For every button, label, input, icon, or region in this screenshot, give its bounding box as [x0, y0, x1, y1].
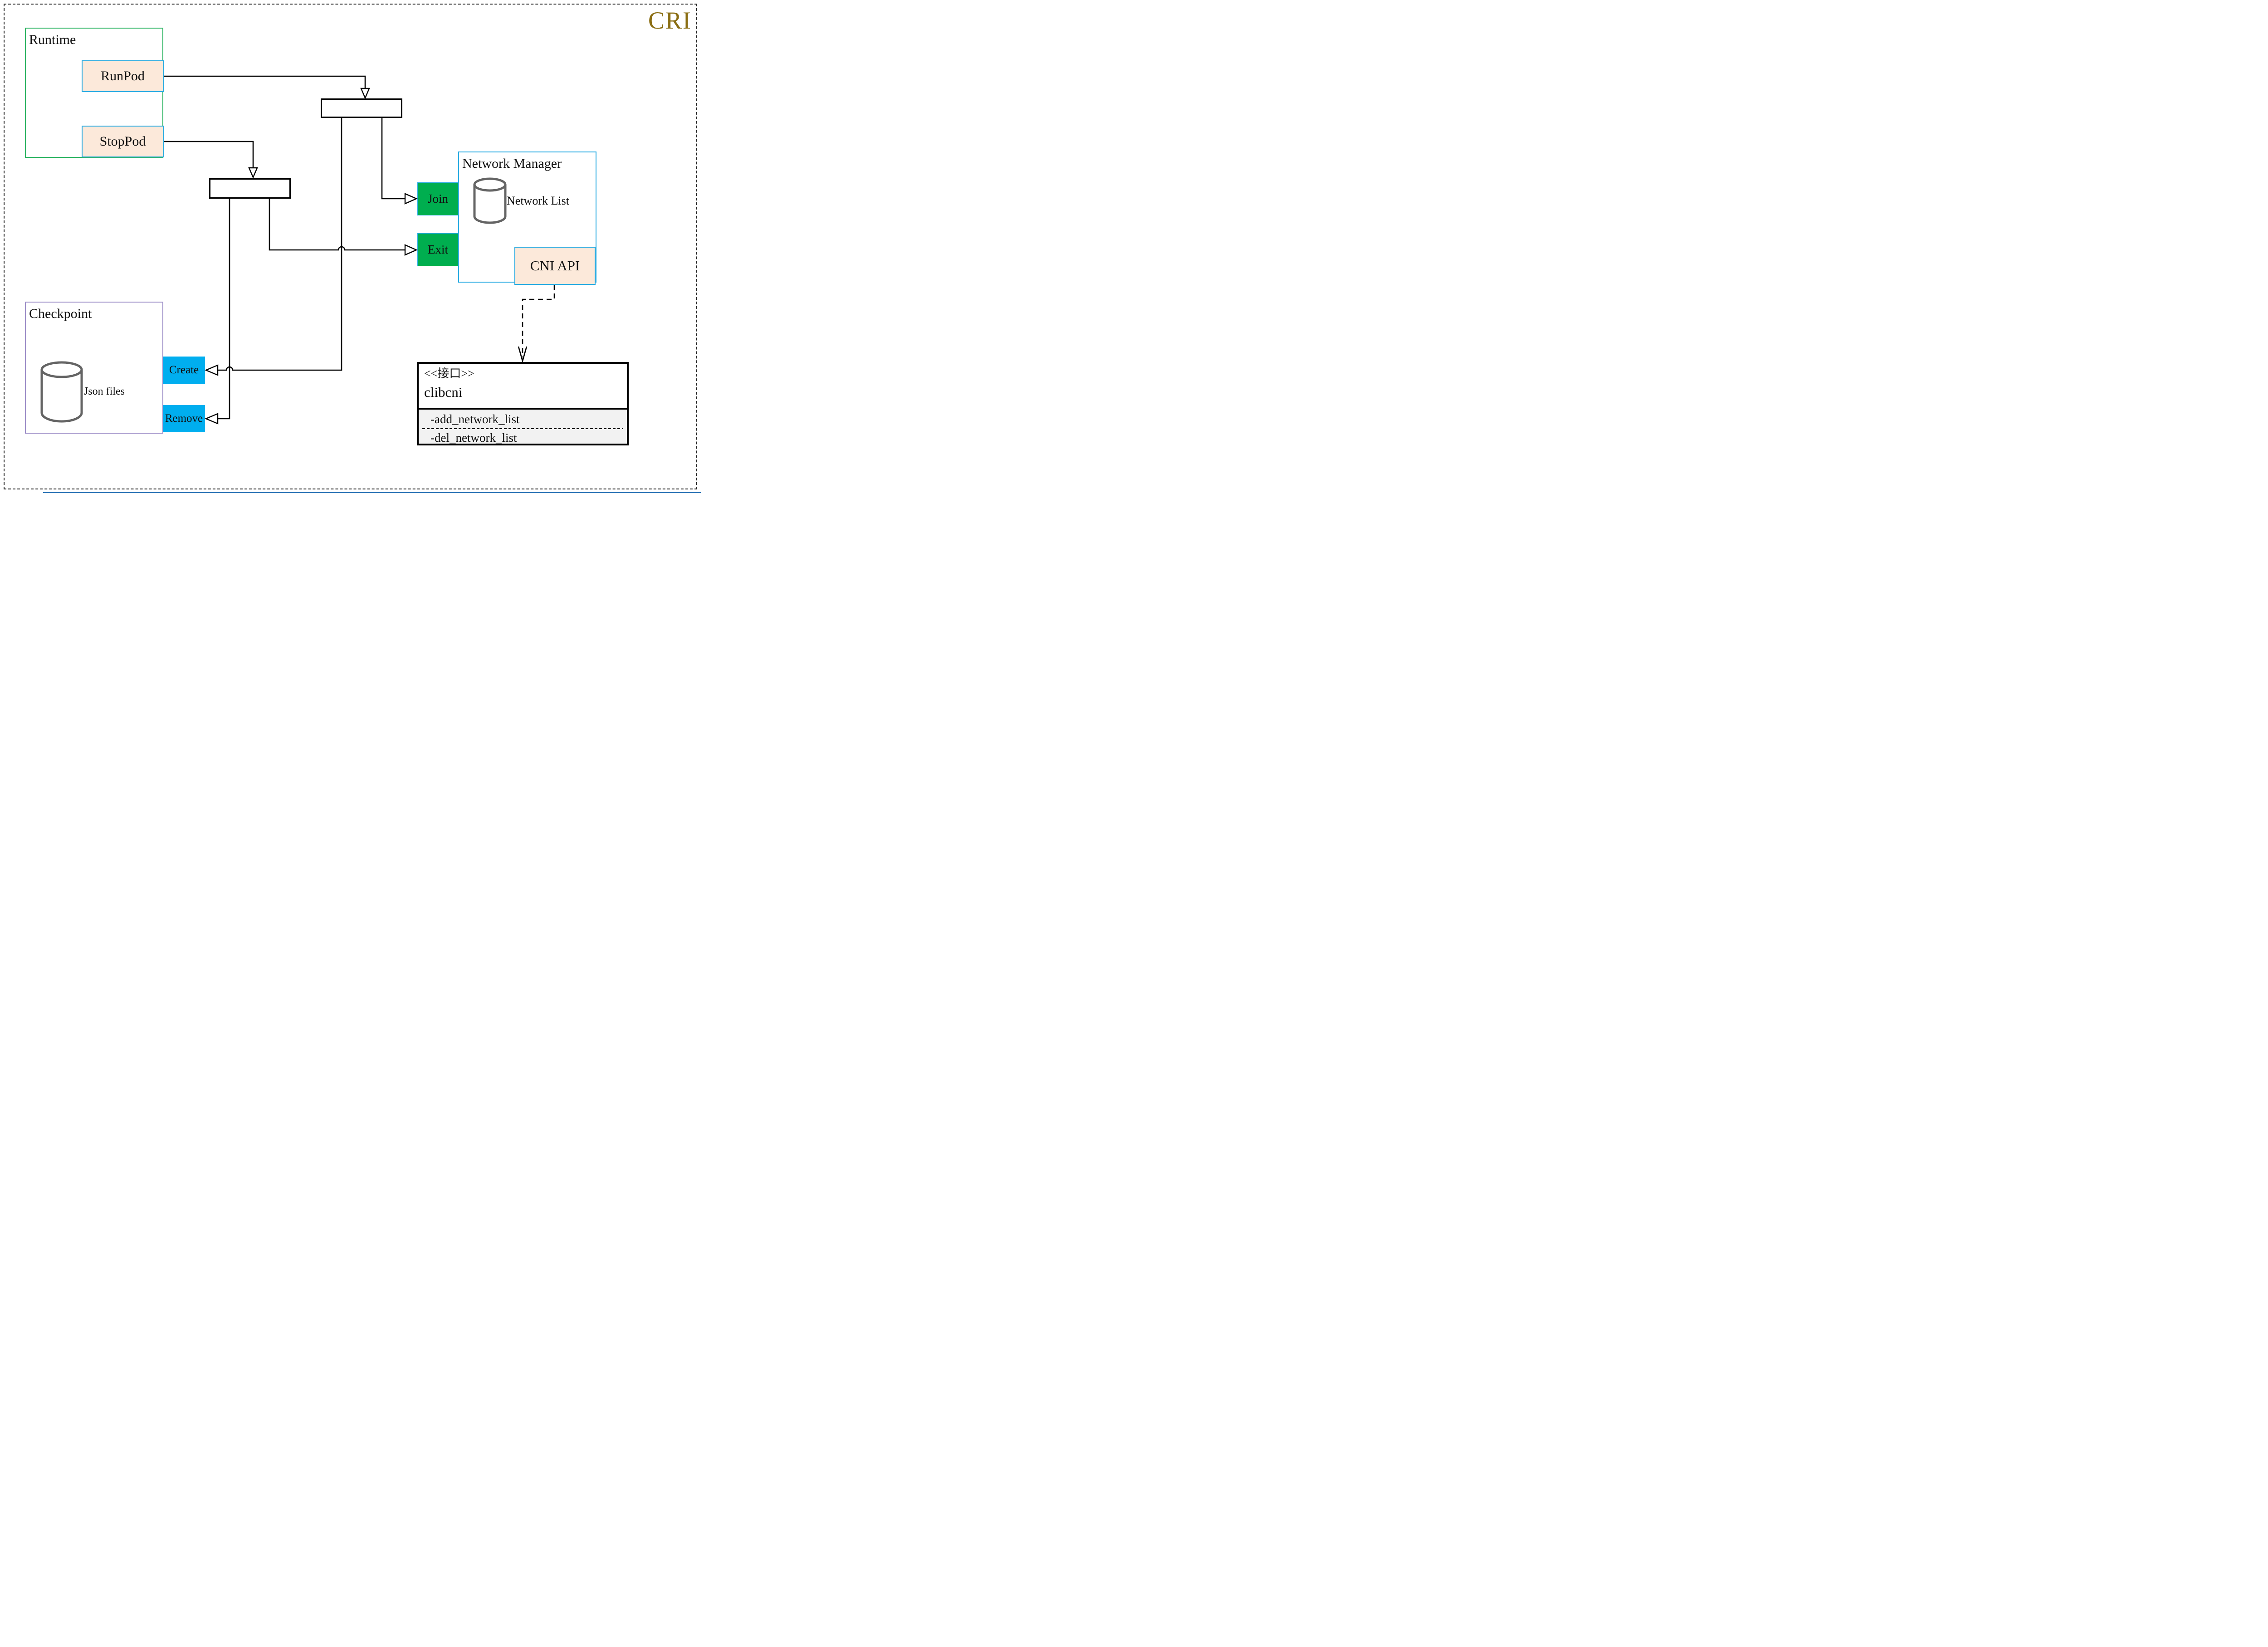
rect2-open-arrowhead [248, 167, 258, 179]
rect1-to-create-wire [218, 118, 342, 371]
remove-label: Remove [165, 412, 203, 425]
exit-label: Exit [428, 243, 448, 256]
method-del-network-list: -del_network_list [430, 431, 517, 445]
interface-stereotype: <<接口>> [424, 367, 474, 380]
rect2-to-remove-wire [218, 199, 230, 420]
join-label: Join [427, 192, 448, 205]
stoppod-to-rect2-wire [164, 141, 254, 168]
interface-name: clibcni [424, 384, 463, 400]
method-add-network-list: -add_network_list [430, 412, 520, 426]
remove-arrowhead [204, 413, 219, 425]
database-cylinder-icon [473, 177, 507, 224]
exit-port: Exit [417, 233, 459, 266]
runpod-to-rect1-wire [164, 75, 366, 88]
network-list-label: Network List [507, 194, 569, 207]
runtime-label: Runtime [29, 32, 76, 47]
bottom-blue-line [43, 492, 701, 493]
runpod-label: RunPod [101, 68, 145, 83]
rect2-to-exit-wire [269, 199, 405, 251]
stoppod-node: StopPod [82, 126, 164, 157]
rect1-open-arrowhead [360, 88, 370, 100]
cni-api-node: CNI API [514, 247, 596, 285]
stoppod-label: StopPod [99, 134, 146, 149]
methods-dotted-separator [422, 428, 623, 429]
flow-rect-1 [321, 98, 402, 118]
checkpoint-label: Checkpoint [29, 306, 92, 321]
exit-arrowhead [404, 244, 418, 256]
clibcni-open-v-arrowhead [518, 346, 528, 363]
create-arrowhead [204, 364, 219, 376]
network-manager-label: Network Manager [462, 156, 562, 171]
json-files-label: Json files [84, 386, 125, 397]
clibcni-header: <<接口>> clibcni [419, 364, 627, 408]
cniapi-to-clibcni-dashed-wire [522, 285, 555, 357]
create-port: Create [163, 357, 205, 384]
remove-port: Remove [163, 405, 205, 432]
clibcni-methods-section: -add_network_list -del_network_list [419, 408, 627, 445]
json-files-cylinder-icon [40, 361, 83, 423]
join-port: Join [417, 182, 459, 215]
rect1-to-join-wire [381, 118, 405, 200]
join-arrowhead [404, 193, 418, 205]
cni-api-label: CNI API [530, 258, 580, 274]
clibcni-interface-box: <<接口>> clibcni -add_network_list -del_ne… [417, 362, 629, 445]
diagram-title: CRI [648, 7, 692, 34]
flow-rect-2 [209, 178, 291, 199]
diagram-canvas: CRI Runtime RunPod StopPod Network Manag… [0, 0, 701, 493]
runpod-node: RunPod [82, 60, 164, 92]
create-label: Create [169, 364, 199, 376]
